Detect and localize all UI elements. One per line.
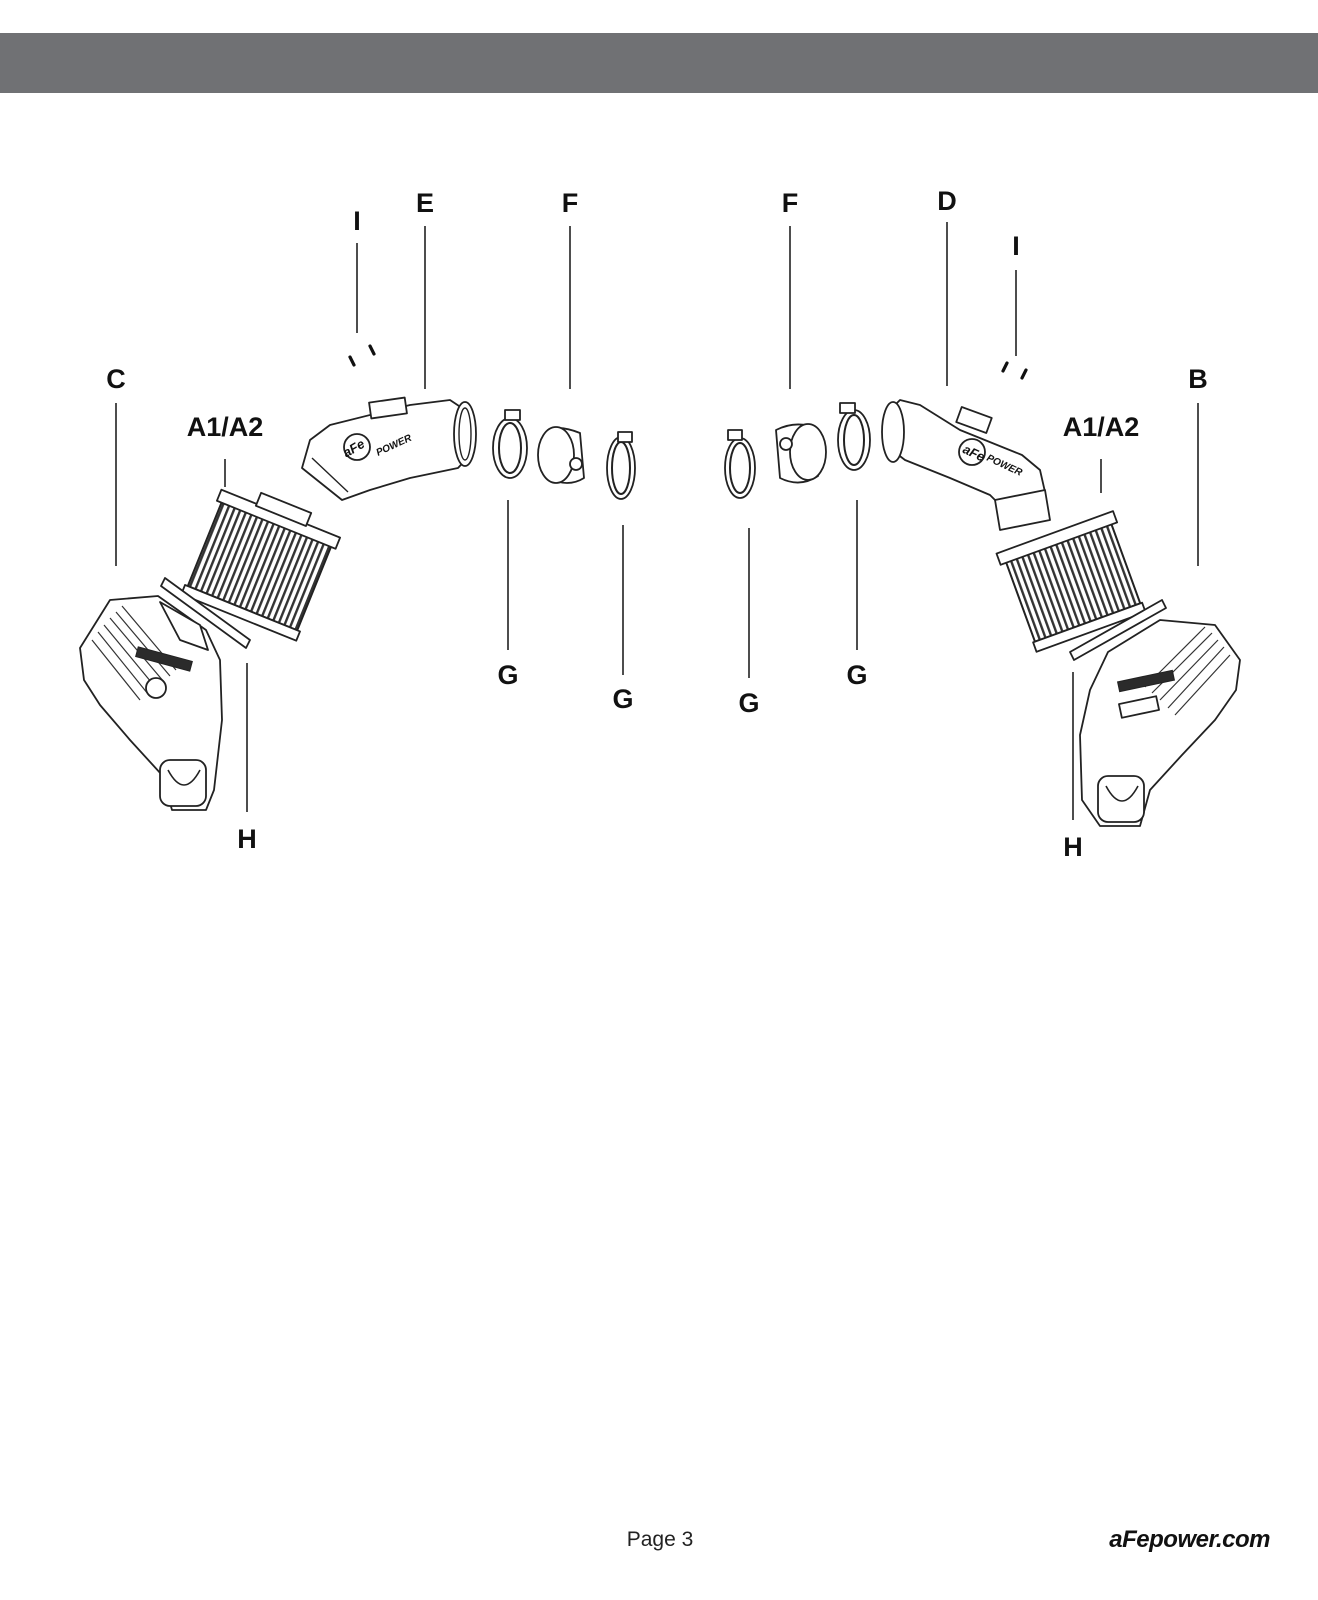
callout-b: B [1188, 364, 1208, 394]
callout-g-4: G [846, 660, 867, 690]
callout-c: C [106, 364, 126, 394]
airbox-c-left [79, 595, 223, 811]
callout-g-1: G [497, 660, 518, 690]
hose-clamp-g3 [724, 429, 756, 499]
callout-i-right: I [1012, 231, 1020, 261]
intake-tube-d: aFe POWER [881, 399, 1051, 531]
callout-g-2: G [612, 684, 633, 714]
hose-clamp-g1 [492, 409, 528, 479]
bolts-right [1001, 361, 1028, 380]
airbox-b-right [1079, 619, 1241, 827]
gasket-h-right [1069, 599, 1167, 661]
bolts-left [348, 344, 376, 367]
callout-i-left: I [353, 206, 361, 236]
callout-a-left: A1/A2 [187, 412, 264, 442]
air-filter-left [180, 488, 341, 642]
callout-f-left: F [562, 188, 579, 218]
callout-h-left: H [237, 824, 257, 854]
callout-h-right: H [1063, 832, 1083, 862]
leader-lines [115, 222, 1199, 820]
coupler-f-left [537, 426, 585, 484]
air-filter-right [995, 510, 1147, 653]
callout-d: D [937, 186, 957, 216]
callout-a-right: A1/A2 [1063, 412, 1140, 442]
page-number: Page 3 [626, 1528, 694, 1551]
callout-g-3: G [738, 688, 759, 718]
hose-clamp-g4 [837, 402, 871, 471]
callout-e: E [416, 188, 434, 218]
gasket-h-left [160, 577, 251, 649]
hose-clamp-g2 [606, 431, 636, 500]
coupler-f-right [775, 423, 827, 484]
header-bar [0, 33, 1318, 93]
intake-tube-e: aFe POWER [301, 396, 477, 501]
website-url: aFepower.com [1109, 1526, 1270, 1553]
callout-f-right: F [782, 188, 799, 218]
callout-labels: I E F F D I C B A1/A2 A1/A2 G G G G H H [106, 186, 1208, 862]
